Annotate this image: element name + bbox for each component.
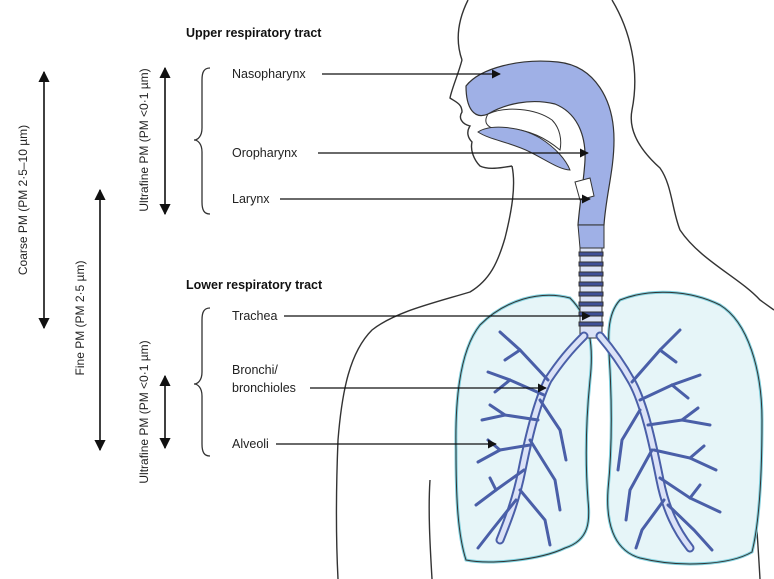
larynx-label: Larynx (232, 192, 270, 206)
ultrafine-lower-label: Ultrafine PM (PM <0·1 µm) (137, 340, 151, 483)
bronchi-label-line1: Bronchi/ (232, 363, 278, 377)
upper-brace (194, 68, 210, 214)
oropharynx-label: Oropharynx (232, 146, 298, 160)
upper-tract-heading: Upper respiratory tract (186, 26, 322, 40)
lower-brace (194, 308, 210, 456)
bronchi-label-line2: bronchioles (232, 381, 296, 395)
coarse-pm-label: Coarse PM (PM 2·5–10 µm) (16, 125, 30, 275)
trachea-label: Trachea (232, 309, 277, 323)
trachea (579, 248, 603, 338)
upper-airway (466, 61, 614, 248)
nasopharynx-label: Nasopharynx (232, 67, 306, 81)
alveoli-label: Alveoli (232, 437, 269, 451)
ultrafine-upper-label: Ultrafine PM (PM <0·1 µm) (137, 68, 151, 211)
lower-tract-heading: Lower respiratory tract (186, 278, 323, 292)
fine-pm-label: Fine PM (PM 2·5 µm) (73, 261, 87, 376)
left-lung (456, 295, 592, 562)
